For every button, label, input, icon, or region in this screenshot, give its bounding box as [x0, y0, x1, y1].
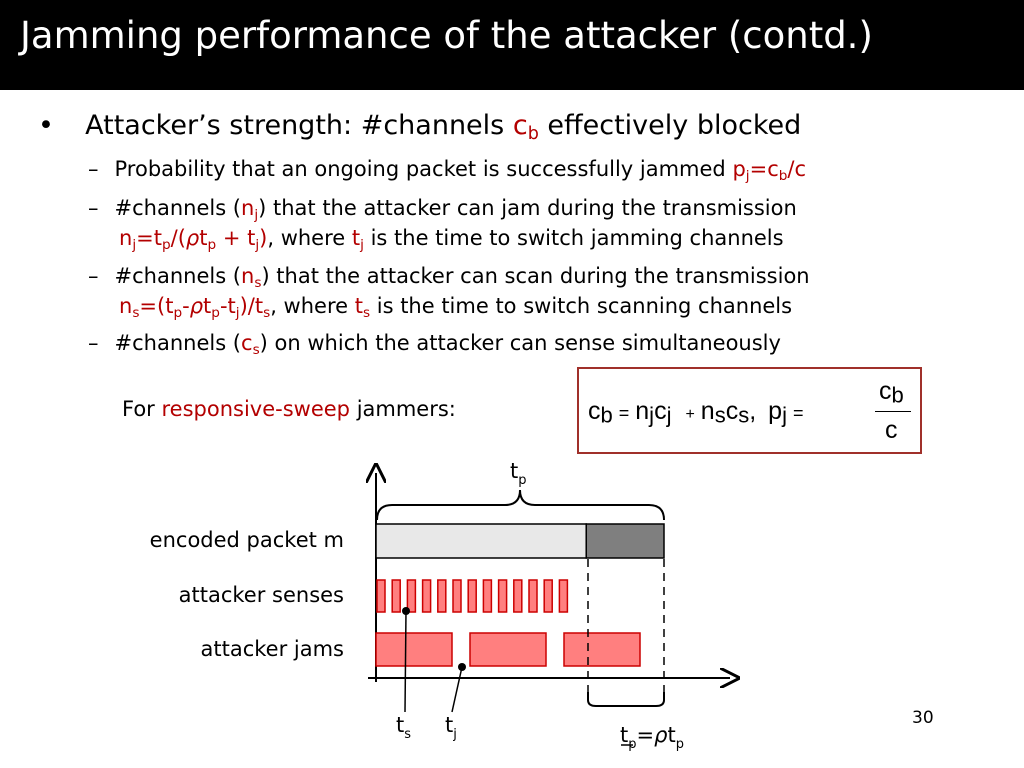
jam-slots [375, 632, 641, 667]
sense-slot [376, 579, 386, 613]
sense-slot [406, 579, 417, 613]
sense-slot [452, 579, 462, 613]
formula-lhs: cb=njcj+nscs,pj= [588, 397, 804, 428]
jam-slot [469, 632, 547, 667]
subbullet-1: –Probability that an ongoing packet is s… [88, 157, 807, 184]
packet-bar-unjammed [375, 523, 587, 559]
tj-label: tj [445, 713, 457, 742]
subbullet-4: –#channels (cs) on which the attacker ca… [88, 331, 781, 358]
page-number: 30 [912, 708, 934, 728]
responsive-sweep-term: responsive-sweep [161, 397, 351, 421]
bullet-text: Attacker’s strength: #channels [85, 110, 513, 141]
label-attacker-senses: attacker senses [178, 583, 344, 607]
jam-slot [563, 632, 641, 667]
tp-bracket-bottom [587, 692, 665, 707]
ts-pointer [404, 610, 407, 713]
label-attacker-jams: attacker jams [200, 637, 345, 661]
sense-slot [513, 579, 523, 613]
subbullet-2: –#channels (nj) that the attacker can ja… [88, 196, 797, 223]
subbullet-3-formula: ns=(tp-ρtp-tj)/ts, where ts is the time … [119, 294, 793, 321]
tp-brace [376, 489, 665, 521]
sense-slot [558, 579, 569, 613]
label-encoded-packet: encoded packet m [149, 528, 344, 552]
sense-slot [391, 579, 401, 613]
sense-slot [467, 579, 477, 613]
tj-pointer [451, 666, 463, 713]
formula-box: cb=njcj+nscs,pj= cb c [577, 367, 922, 454]
sense-slot [421, 579, 432, 613]
subbullet-3: –#channels (ns) that the attacker can sc… [88, 264, 810, 291]
sense-slot [543, 579, 553, 613]
sense-slot [497, 579, 508, 613]
jam-slot [375, 632, 453, 667]
ts-label: ts [396, 713, 411, 742]
tp-rho-label: tp=ρtp [620, 723, 684, 752]
sense-slot [482, 579, 493, 613]
bullet-marker: • [38, 110, 54, 141]
main-bullet: • Attacker’s strength: #channels cb effe… [38, 110, 802, 144]
sense-slot [528, 579, 538, 613]
subbullet-2-formula: nj=tp/(ρtp + tj), where tj is the time t… [119, 226, 784, 253]
fraction-bar [875, 411, 911, 412]
tp-label: tp [510, 459, 527, 488]
fraction-denominator: c [885, 416, 898, 444]
sense-slots [376, 579, 569, 613]
packet-bar-tail [585, 523, 665, 559]
for-line: For responsive-sweep jammers: [122, 397, 456, 421]
slide-title: Jamming performance of the attacker (con… [20, 14, 873, 57]
fraction-numerator: cb [879, 377, 904, 408]
title-bar: Jamming performance of the attacker (con… [0, 0, 1024, 90]
sense-slot [437, 579, 447, 613]
bullet-var: cb [512, 110, 539, 144]
